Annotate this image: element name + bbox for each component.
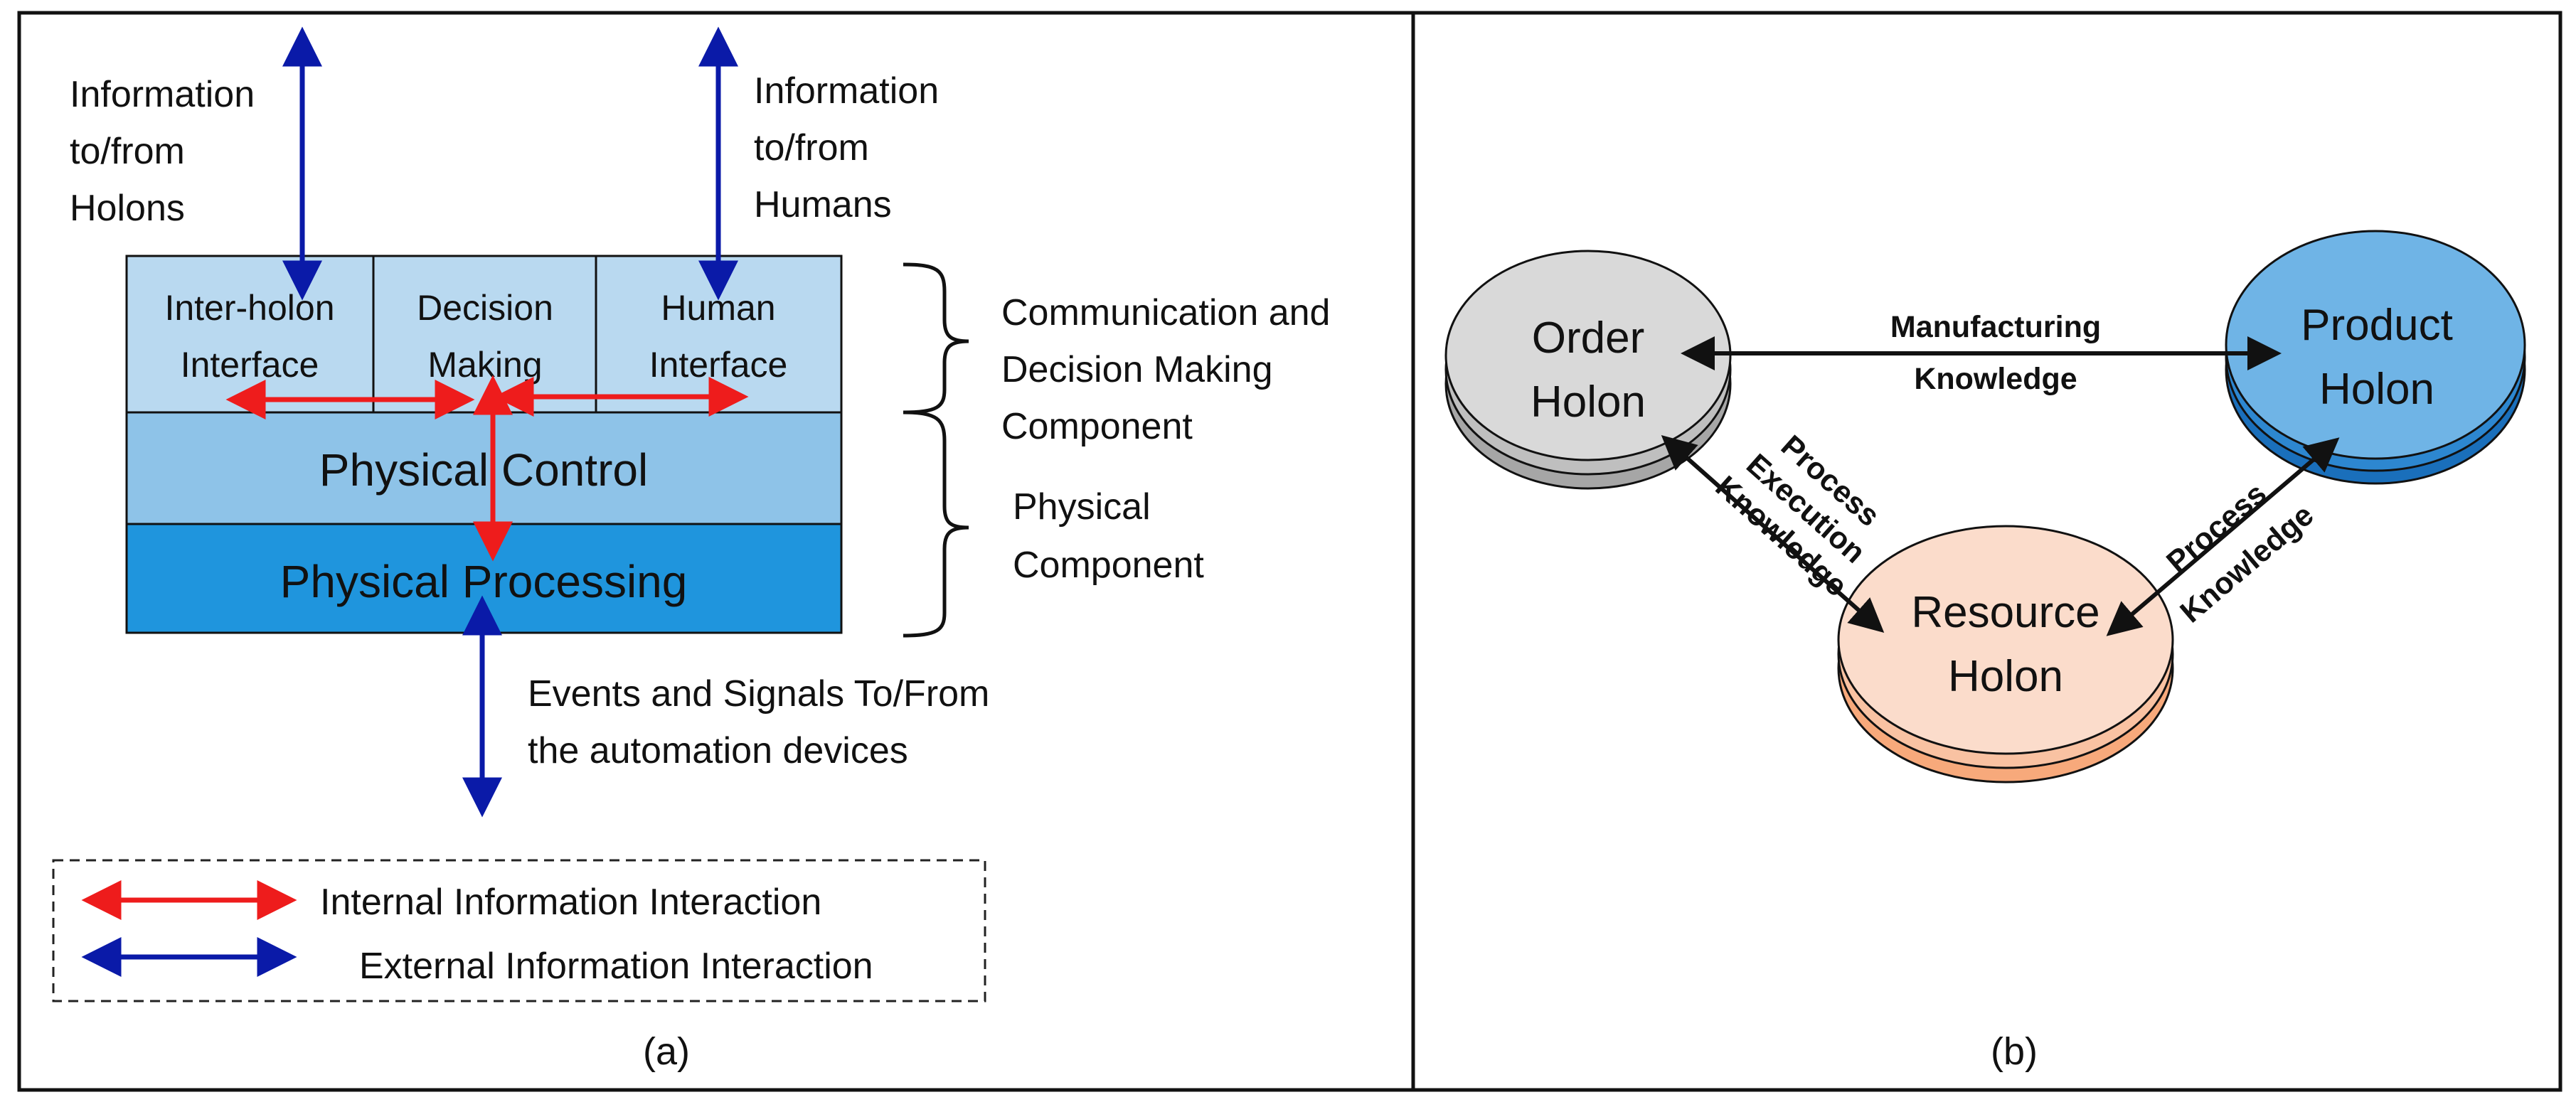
process-execution-knowledge-arrow	[1661, 435, 1885, 633]
physical-control-label: Physical Control	[319, 444, 648, 496]
process-knowledge-labels: Process Knowledge	[2160, 476, 2320, 629]
brace-physical-label-1: Physical	[1013, 486, 1151, 528]
cell-decision-label-1: Decision	[417, 288, 553, 328]
events-label-2: the automation devices	[528, 730, 908, 771]
process-knowledge-arrow	[2106, 437, 2340, 636]
resource-holon-label-2: Holon	[1948, 652, 2063, 701]
info-humans-label-2: to/from	[754, 127, 869, 169]
resource-holon-label-1: Resource	[1911, 588, 2099, 637]
brace-comm-label-2: Decision Making	[1001, 349, 1273, 390]
cell-human-label-1: Human	[661, 288, 775, 328]
order-holon-label-1: Order	[1532, 314, 1644, 363]
brace-comm-label-3: Component	[1001, 406, 1193, 447]
product-holon-disk	[2225, 230, 2526, 485]
cell-interholon-label-2: Interface	[181, 345, 319, 385]
brace-physical	[903, 410, 969, 638]
info-holons-label-1: Information	[70, 74, 255, 115]
brace-physical-label-2: Component	[1013, 545, 1204, 586]
panel-b: Order Holon Product Holon Resource Holon…	[1444, 230, 2526, 1073]
info-holons-label-2: to/from	[70, 131, 185, 172]
info-humans-label-1: Information	[754, 70, 939, 112]
legend-box	[52, 859, 986, 1002]
cell-decision-label-2: Making	[427, 345, 542, 385]
legend-internal-label: Internal Information Interaction	[320, 882, 821, 923]
manufacturing-knowledge-label-2: Knowledge	[1914, 362, 2077, 396]
top-layer	[125, 255, 843, 414]
physical-processing-label: Physical Processing	[280, 556, 688, 607]
caption-a: (a)	[643, 1030, 690, 1073]
info-holons-label-3: Holons	[70, 188, 185, 229]
legend-external-label: External Information Interaction	[359, 946, 873, 987]
brace-comm-label-1: Communication and	[1001, 292, 1330, 333]
panel-a: Inter-holon Interface Decision Making Hu…	[52, 26, 1330, 1073]
info-humans-label-3: Humans	[754, 184, 892, 225]
brace-comm	[903, 262, 969, 415]
events-label-1: Events and Signals To/From	[528, 673, 989, 715]
order-holon-disk	[1444, 250, 1732, 490]
cell-human-label-2: Interface	[649, 345, 788, 385]
product-holon-label-2: Holon	[2319, 365, 2434, 414]
panel-b-frame	[1411, 11, 2562, 1092]
cell-interholon-label-1: Inter-holon	[164, 288, 334, 328]
order-holon-label-2: Holon	[1531, 378, 1646, 427]
caption-b: (b)	[1991, 1030, 2038, 1073]
manufacturing-knowledge-label-1: Manufacturing	[1890, 310, 2101, 344]
resource-holon-disk	[1837, 525, 2174, 784]
product-holon-label-1: Product	[2301, 301, 2453, 350]
